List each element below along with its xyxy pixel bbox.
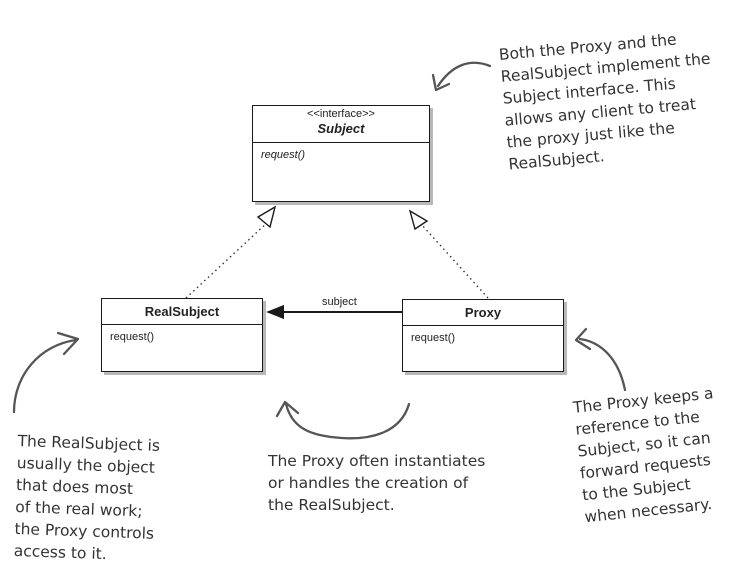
realsubject-class-name: RealSubject: [144, 304, 220, 319]
top-note-arrowhead: [431, 73, 451, 92]
note-top-right: Both the Proxy and the RealSubject imple…: [498, 26, 719, 176]
note-bottom-middle: The Proxy often instantiates or handles …: [268, 450, 485, 516]
right-note-arrowhead: [574, 327, 592, 351]
top-note-curved-arrow: [436, 61, 492, 88]
association-label: subject: [322, 296, 357, 308]
realsubject-class-box: RealSubject request(): [101, 298, 263, 372]
realsubject-operation: request(): [110, 331, 155, 343]
note-line: or handles the creation of: [268, 474, 469, 492]
proxy-operation: request(): [411, 332, 456, 344]
note-bottom-left: The RealSubject is usually the object th…: [13, 430, 160, 567]
subject-interface-header: <<interface>> Subject: [253, 106, 429, 143]
subject-operation: request(): [261, 149, 306, 161]
realsubject-realization-arrowhead: [256, 205, 277, 229]
proxy-class-header: Proxy: [403, 300, 563, 326]
realsubject-class-header: RealSubject: [102, 299, 262, 325]
proxy-class-name: Proxy: [464, 305, 502, 320]
note-bottom-right: The Proxy keeps a reference to the Subje…: [572, 382, 726, 528]
interface-stereotype: <<interface>>: [307, 108, 375, 120]
realsubject-realization-line: [185, 221, 269, 299]
right-note-curved-arrow: [578, 337, 627, 392]
middle-note-curved-arrow: [284, 402, 411, 440]
proxy-realization-line: [420, 223, 489, 299]
note-line: the RealSubject.: [268, 496, 395, 514]
proxy-class-box: Proxy request(): [402, 299, 564, 372]
left-note-arrowhead: [56, 331, 80, 356]
subject-class-name: Subject: [317, 121, 365, 136]
middle-note-arrowhead: [275, 400, 300, 418]
subject-interface-box: <<interface>> Subject request(): [252, 105, 430, 202]
note-line: The Proxy often instantiates: [268, 452, 486, 470]
left-note-curved-arrow: [12, 338, 78, 414]
proxy-realization-arrowhead: [408, 209, 429, 231]
